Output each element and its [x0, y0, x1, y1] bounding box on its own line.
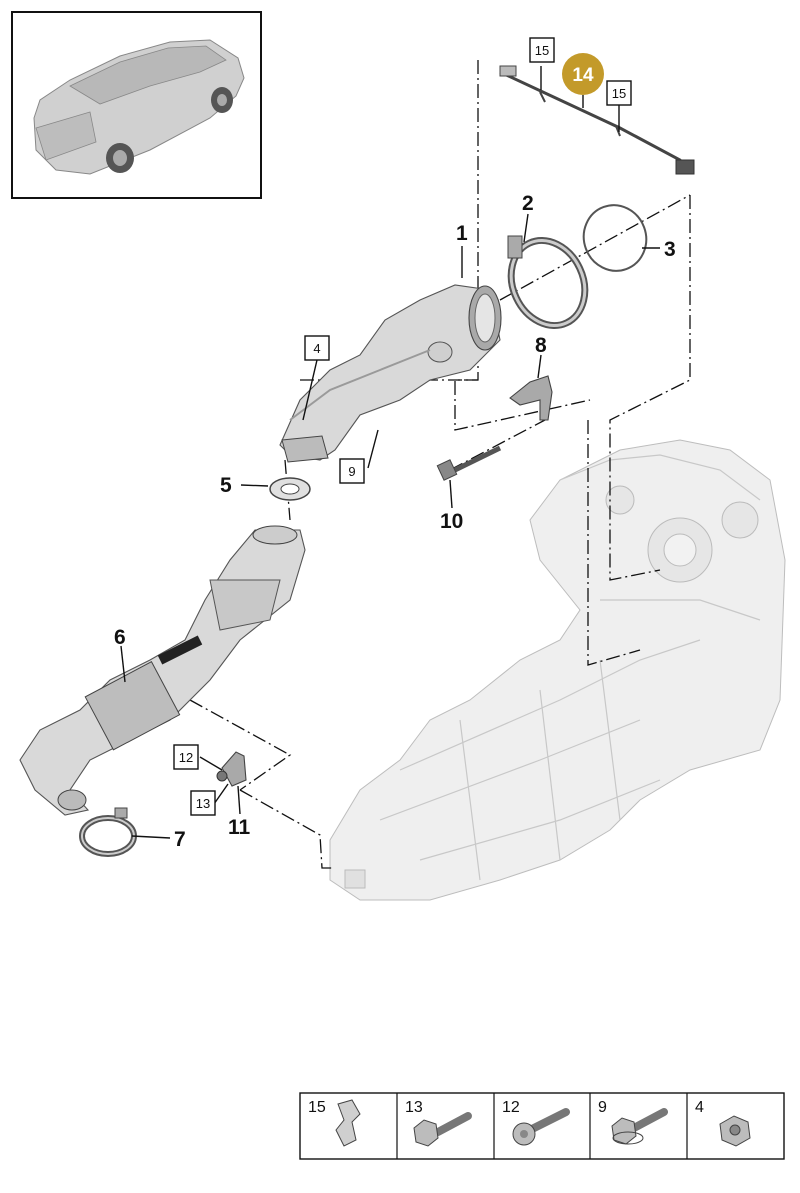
callout-14: 14 [572, 65, 594, 86]
boxed-callout-13: 13 [190, 790, 216, 816]
boxed-callout-12: 12 [173, 744, 199, 770]
car-silhouette-icon [33, 39, 245, 175]
callout-12: 12 [179, 750, 193, 765]
oxygen-sensor-cable [499, 65, 695, 175]
callout-2: 2 [522, 192, 534, 215]
hex-nut-icon [719, 1115, 751, 1147]
callout-9: 9 [348, 464, 355, 479]
callout-15: 15 [535, 43, 549, 58]
hex-bolt-icon [413, 1112, 472, 1147]
clip-icon [335, 1099, 361, 1147]
callout-4: 4 [313, 341, 320, 356]
flange-bolt-icon [611, 1108, 668, 1145]
legend-cell-12: 12 [502, 1099, 570, 1146]
engine-gearbox-illustration [329, 439, 786, 901]
legend-num: 15 [308, 1099, 326, 1116]
callout-15: 15 [612, 86, 626, 101]
legend-num: 9 [598, 1099, 607, 1116]
callout-13: 13 [196, 796, 210, 811]
flange-gasket [269, 477, 311, 501]
torx-bolt-icon [512, 1108, 570, 1146]
long-bolt [436, 445, 502, 481]
support-bracket [509, 375, 553, 421]
legend-cell-4: 4 [695, 1099, 751, 1147]
callout-7: 7 [174, 828, 186, 851]
callout-6: 6 [114, 626, 126, 649]
legend-cell-15: 15 [308, 1099, 361, 1147]
assembly-lines [189, 60, 691, 869]
callout-5: 5 [220, 474, 232, 497]
callout-labels: 1 2 3 5 6 7 8 10 11 14 15 15 4 9 [114, 37, 676, 851]
catalytic-converter [19, 525, 306, 816]
legend-num: 12 [502, 1099, 520, 1116]
gasket-ring [582, 204, 648, 272]
boxed-callout-15b: 15 [606, 80, 632, 106]
highlighted-callout-14: 14 [562, 53, 604, 95]
callout-8: 8 [535, 334, 547, 357]
legend-cell-13: 13 [405, 1099, 472, 1147]
exhaust-pipe-front [279, 284, 502, 463]
boxed-callout-4: 4 [304, 335, 330, 361]
pipe-clamp [79, 807, 137, 857]
boxed-callout-15a: 15 [529, 37, 555, 63]
callout-3: 3 [664, 238, 676, 261]
leader-lines [120, 66, 660, 839]
callout-1: 1 [456, 222, 468, 245]
legend-cell-9: 9 [598, 1099, 668, 1145]
legend-num: 13 [405, 1099, 423, 1116]
mounting-bracket [216, 751, 247, 787]
highlight-badge [562, 53, 604, 95]
fastener-legend: 15 13 12 9 [299, 1092, 785, 1160]
v-band-clamp [507, 235, 589, 330]
callout-11: 11 [228, 816, 251, 839]
boxed-callout-9: 9 [339, 458, 365, 484]
callout-10: 10 [440, 510, 463, 533]
legend-num: 4 [695, 1099, 704, 1116]
vehicle-thumbnail [11, 11, 262, 199]
